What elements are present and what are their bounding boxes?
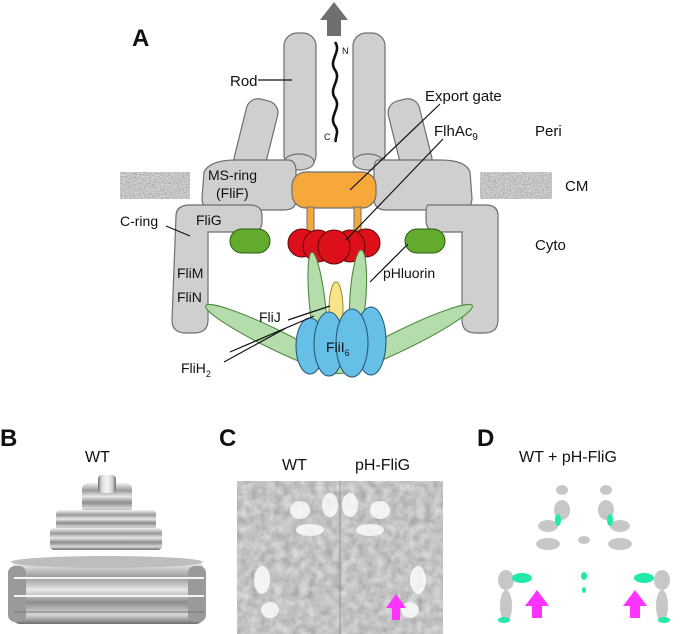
- ms-ring-label-line2: (FliF): [216, 185, 249, 201]
- c-terminus-label: C: [324, 132, 331, 142]
- flij-label: FliJ: [259, 309, 281, 325]
- phluorin-label: pHluorin: [383, 265, 435, 281]
- panel-c-ph-flig-title: pH-FliG: [355, 457, 410, 474]
- panel-c-label: C: [219, 425, 236, 452]
- panel-c-wt-title: WT: [282, 457, 307, 474]
- panel-d: D WT + pH-FliG: [477, 425, 670, 623]
- panel-b: B WT: [0, 425, 206, 624]
- panel-d-left-arrow-icon: [525, 590, 549, 618]
- panel-d-label: D: [477, 425, 494, 452]
- flig-left: [229, 228, 271, 254]
- flig-right: [404, 228, 446, 254]
- rod: [283, 32, 386, 171]
- panel-d-right-arrow-icon: [623, 590, 647, 618]
- cytoplasmic-membrane-label: CM: [565, 178, 588, 195]
- export-gate-label: Export gate: [425, 88, 502, 105]
- membrane-left: [120, 172, 190, 199]
- membrane-right: [480, 172, 552, 199]
- ms-ring: [201, 98, 473, 211]
- overlay-density-map: [498, 485, 670, 623]
- flih-label: FliH2: [181, 360, 211, 379]
- export-gate: [291, 171, 377, 209]
- flhac-label: FlhAc9: [434, 123, 478, 143]
- cytoplasm-label: Cyto: [535, 237, 566, 254]
- n-terminus-label: N: [342, 46, 349, 56]
- panel-b-title: WT: [85, 449, 110, 466]
- panel-c-arrow-icon: [386, 594, 406, 620]
- cryo-em-density: [254, 493, 426, 618]
- c-ring-label: C-ring: [120, 213, 158, 229]
- flig-label: FliG: [196, 212, 222, 228]
- rod-label: Rod: [230, 73, 258, 90]
- panel-a-label: A: [132, 25, 149, 52]
- panel-c: C WT pH-FliG: [219, 425, 443, 634]
- flii-hexamer: [295, 306, 387, 378]
- export-gate-stalks: [306, 206, 362, 232]
- periplasm-label: Peri: [535, 123, 562, 140]
- annotation-pointers: [165, 79, 444, 363]
- panel-b-label: B: [0, 425, 17, 452]
- flii-label: FliI6: [326, 339, 350, 358]
- ms-ring-label-line1: MS-ring: [208, 167, 257, 183]
- flin-label: FliN: [177, 289, 202, 305]
- c-ring: [171, 204, 499, 334]
- panel-a: A: [120, 2, 588, 379]
- wt-flagellar-motor-render: [8, 475, 206, 624]
- panel-d-title: WT + pH-FliG: [519, 449, 617, 466]
- substrate-chain: [331, 41, 339, 143]
- flim-label: FliM: [177, 265, 203, 281]
- flhac-ring: [287, 228, 381, 265]
- export-direction-arrow-icon: [320, 2, 348, 36]
